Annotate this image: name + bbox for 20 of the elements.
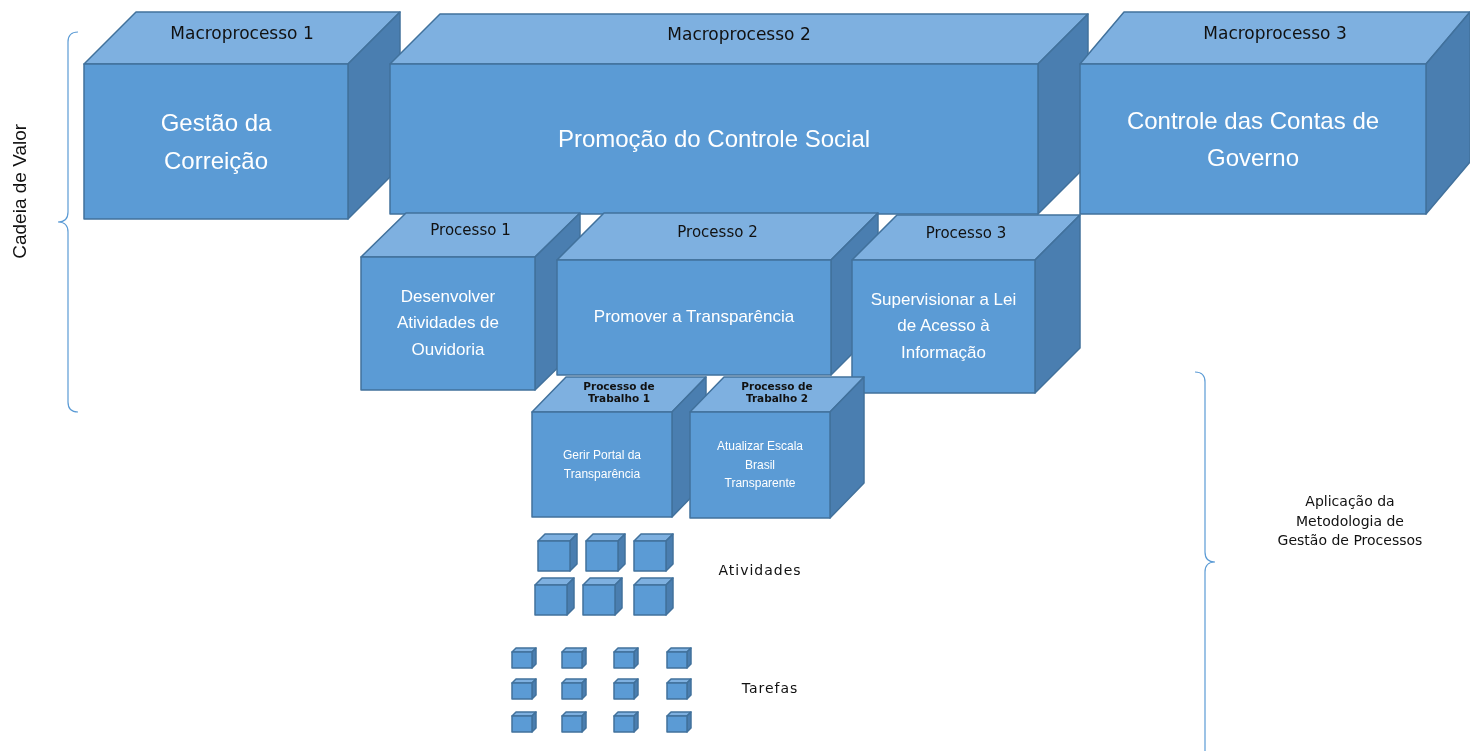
cube-label: Gestão da Correição bbox=[159, 108, 273, 176]
level-label: Aplicação da Metodologia de Gestão de Processos bbox=[1276, 492, 1424, 551]
cube-label: Controle das Contas de Governo bbox=[1125, 105, 1381, 173]
cube-label: Promoção do Controle Social bbox=[557, 124, 871, 155]
cube-label: Desenvolver Atividades de Ouvidoria bbox=[395, 286, 501, 361]
cube-label: Atualizar Escala Brasil Transparente bbox=[715, 438, 804, 493]
cube-heading: Processo 3 bbox=[925, 225, 1007, 243]
level-label: Atividades bbox=[717, 561, 803, 580]
level-label: Tarefas bbox=[740, 679, 800, 698]
cube-heading: Processo de Trabalho 1 bbox=[582, 379, 656, 404]
cube-heading: Macroprocesso 2 bbox=[667, 25, 811, 45]
cube-heading: Processo 1 bbox=[430, 222, 511, 241]
cube-heading: Macroprocesso 3 bbox=[1203, 24, 1347, 44]
cube-heading: Processo de Trabalho 2 bbox=[740, 379, 814, 404]
cube-label: Gerir Portal da Transparência bbox=[562, 446, 642, 483]
cube-label: Promover a Transparência bbox=[593, 306, 795, 329]
cube-heading: Macroprocesso 1 bbox=[170, 24, 314, 44]
axis-label: Cadeia de Valor bbox=[7, 122, 31, 261]
cube-heading: Processo 2 bbox=[677, 224, 758, 242]
cube-label: Supervisionar a Lei de Acesso à Informação bbox=[869, 289, 1018, 364]
